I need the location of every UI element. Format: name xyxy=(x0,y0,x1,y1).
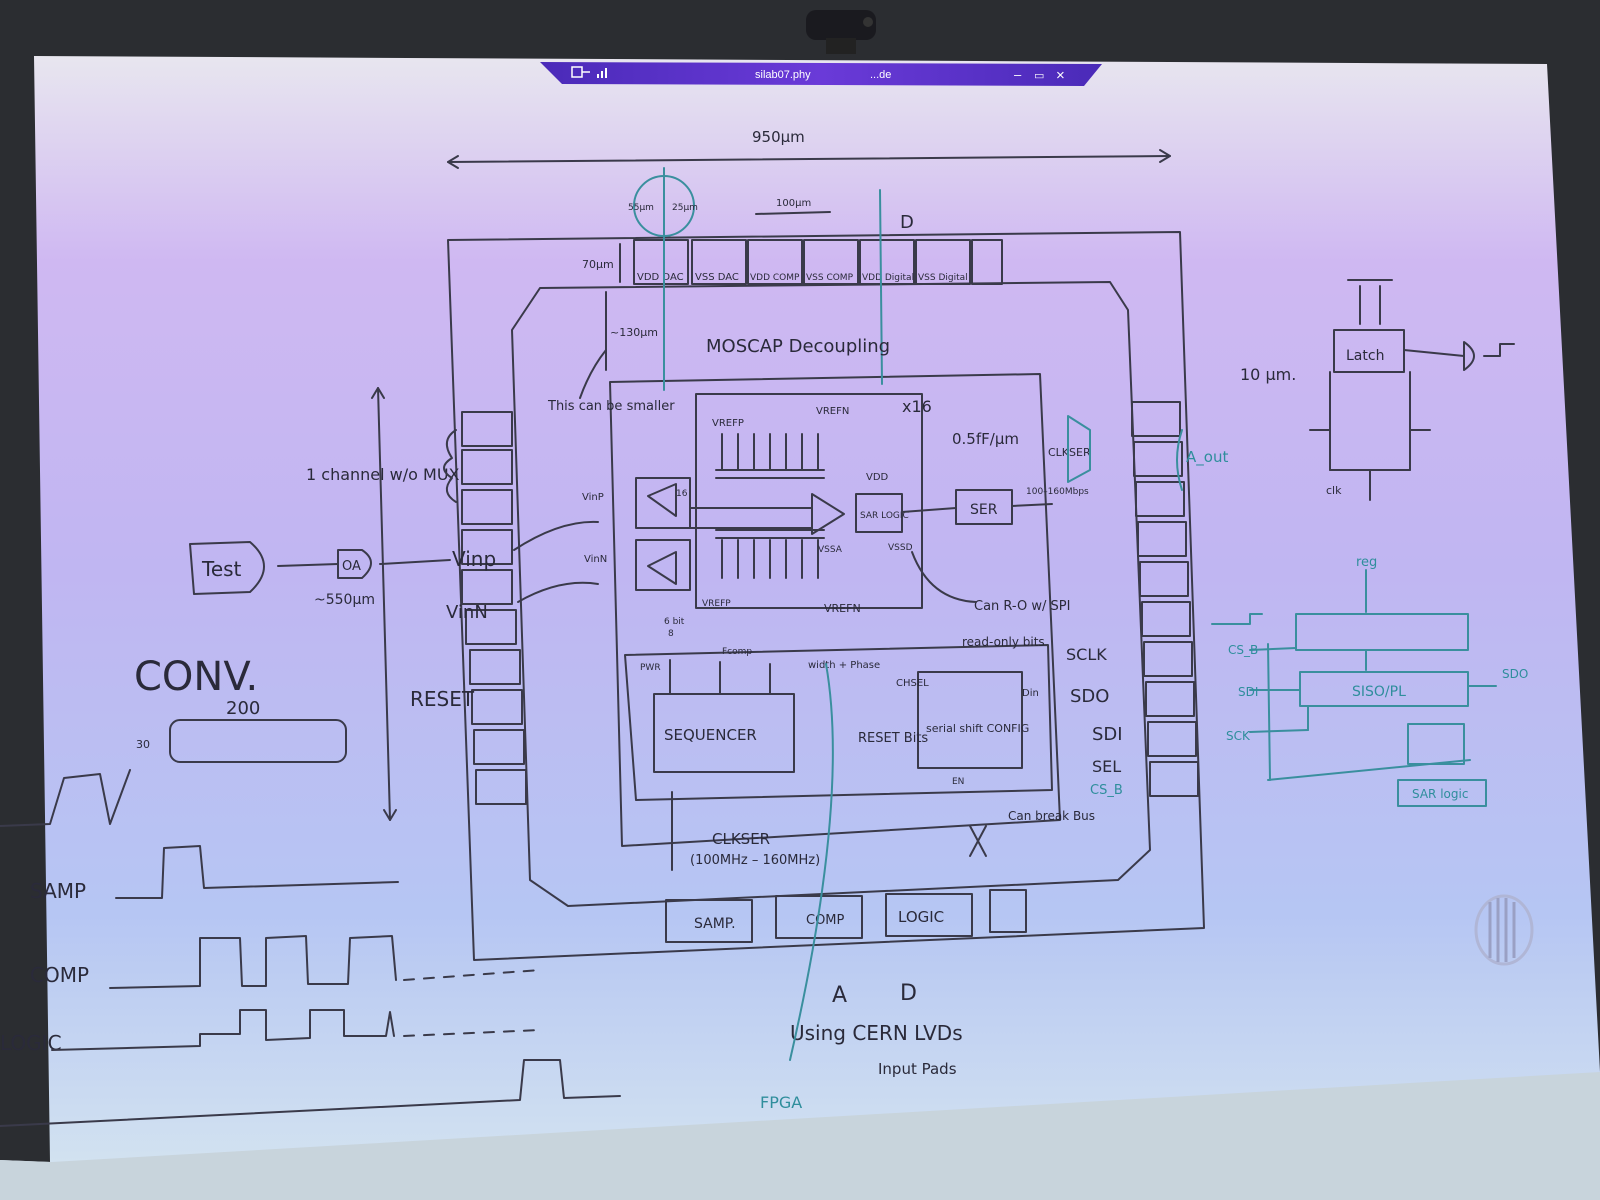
clk-label: clk xyxy=(1326,484,1342,497)
ring-height: ~130µm xyxy=(610,326,658,339)
vrefn-bottom-label: VREFN xyxy=(824,602,861,615)
pad-samp: SAMP. xyxy=(694,916,736,932)
bits-16-label: 16 xyxy=(676,489,688,499)
seq-fcomp-label: Fcomp xyxy=(722,647,752,657)
digital-label: D xyxy=(900,981,917,1006)
siso-label: SISO/PL xyxy=(1352,684,1406,700)
comp-label: COMP xyxy=(30,963,89,987)
sel-label: SEL xyxy=(1092,757,1121,776)
pad-comp: COMP xyxy=(806,913,845,928)
csb-label: CS_B xyxy=(1090,783,1123,798)
conv-200: 200 xyxy=(226,698,260,719)
bits-label: 6 bit xyxy=(664,617,685,627)
clkser-label: CLKSER xyxy=(1048,446,1091,459)
test-label: Test xyxy=(201,557,242,581)
pad-width-25: 25µm xyxy=(672,203,698,213)
reset-label: RESET xyxy=(410,687,475,711)
sclk-label: SCLK xyxy=(1066,645,1107,664)
pad-logic: LOGIC xyxy=(898,908,944,926)
opamp-label: OA xyxy=(342,559,361,574)
vdd-label: VDD xyxy=(866,472,889,483)
chsel-label: CHSEL xyxy=(896,678,929,689)
vrefp-bottom-label: VREFP xyxy=(702,599,731,609)
conv-30: 30 xyxy=(136,738,150,751)
ten-um-label: 10 µm. xyxy=(1240,365,1296,384)
width-label: 950µm xyxy=(752,128,805,146)
smaller-note: This can be smaller xyxy=(547,399,675,414)
sdi-right-label: SDI xyxy=(1238,685,1258,699)
samp-label: SAMP xyxy=(30,879,86,903)
analog-label: A xyxy=(832,983,847,1008)
sck-right-label: SCK xyxy=(1226,729,1251,743)
distance-label: ~550µm xyxy=(314,592,375,608)
sdo-right-label: SDO xyxy=(1502,667,1528,681)
pad-vss-digital: VSS Digital xyxy=(918,273,968,283)
close-button[interactable]: × xyxy=(1056,67,1065,84)
clk-range-label: (100MHz – 160MHz) xyxy=(690,853,820,868)
pad-width-55: 55µm xyxy=(628,203,654,213)
bits-8-label: 8 xyxy=(668,629,674,639)
logic-label: LOGIC xyxy=(0,1031,62,1055)
pad-height: 70µm xyxy=(582,258,614,271)
width-phase-label: width + Phase xyxy=(808,660,880,671)
window-title: silab07.phy xyxy=(755,69,811,81)
cern-lvds-note: Using CERN LVDs xyxy=(790,1021,963,1045)
en-label: EN xyxy=(952,777,964,787)
din-label: Din xyxy=(1022,688,1039,699)
serial-config-label: serial shift CONFIG xyxy=(926,722,1029,735)
channel-note: 1 channel w/o MUX xyxy=(306,465,460,484)
x16-label: x16 xyxy=(902,397,932,416)
pad-d-label: D xyxy=(900,212,914,233)
pad-pitch: 100µm xyxy=(776,198,811,209)
pad-vss-comp: VSS COMP xyxy=(806,273,854,283)
ser-label: SER xyxy=(970,502,998,518)
webcam xyxy=(806,10,876,54)
vinp-label: Vinp xyxy=(452,547,496,571)
bitrate-label: 100–160Mbps xyxy=(1026,487,1089,497)
pad-vss-dac: VSS DAC xyxy=(695,272,739,283)
fpga-label: FPGA xyxy=(760,1093,802,1112)
vrefn-top-label: VREFN xyxy=(816,406,849,417)
latch-label: Latch xyxy=(1346,348,1384,364)
sar-logic-right-label: SAR logic xyxy=(1412,787,1468,801)
input-pads-note: Input Pads xyxy=(878,1060,957,1078)
vssd-label: VSSD xyxy=(888,543,913,553)
capacitance-per-um: 0.5fF/µm xyxy=(952,430,1019,448)
can-readout-note: Can R-O w/ SPI xyxy=(974,599,1070,614)
sdi-label: SDI xyxy=(1092,724,1123,745)
reg-label: reg xyxy=(1356,555,1377,570)
readonly-bits-note: read-only bits xyxy=(962,635,1045,649)
pad-vdd-digital: VDD Digital xyxy=(862,273,914,283)
reset-bits-label: RESET Bits xyxy=(858,731,928,746)
pad-vdd-dac: VDD DAC xyxy=(637,272,684,283)
vinn-label: VinN xyxy=(446,602,488,623)
minimize-button[interactable]: – xyxy=(1014,67,1022,82)
remote-window-titlebar[interactable]: silab07.phy ...de – ▭ × xyxy=(540,62,1102,86)
pad-vdd-comp: VDD COMP xyxy=(750,273,800,283)
sdo-label: SDO xyxy=(1070,686,1109,707)
vinn-inner-label: VinN xyxy=(584,554,607,565)
maximize-button[interactable]: ▭ xyxy=(1034,70,1044,82)
clkser-bottom-label: CLKSER xyxy=(712,830,770,848)
moscap-label: MOSCAP Decoupling xyxy=(706,336,890,357)
can-break-bus: Can break Bus xyxy=(1008,809,1095,823)
window-title-suffix: ...de xyxy=(870,69,891,81)
sequencer-label: SEQUENCER xyxy=(664,726,757,744)
csb-right-label: CS_B xyxy=(1228,643,1258,657)
vrefp-label: VREFP xyxy=(712,418,744,429)
seq-pwr-label: PWR xyxy=(640,663,661,673)
conv-title: CONV. xyxy=(134,654,258,700)
a-out-label: A_out xyxy=(1186,448,1228,467)
vinp-inner-label: VinP xyxy=(582,492,604,503)
vssa-label: VSSA xyxy=(818,545,843,555)
